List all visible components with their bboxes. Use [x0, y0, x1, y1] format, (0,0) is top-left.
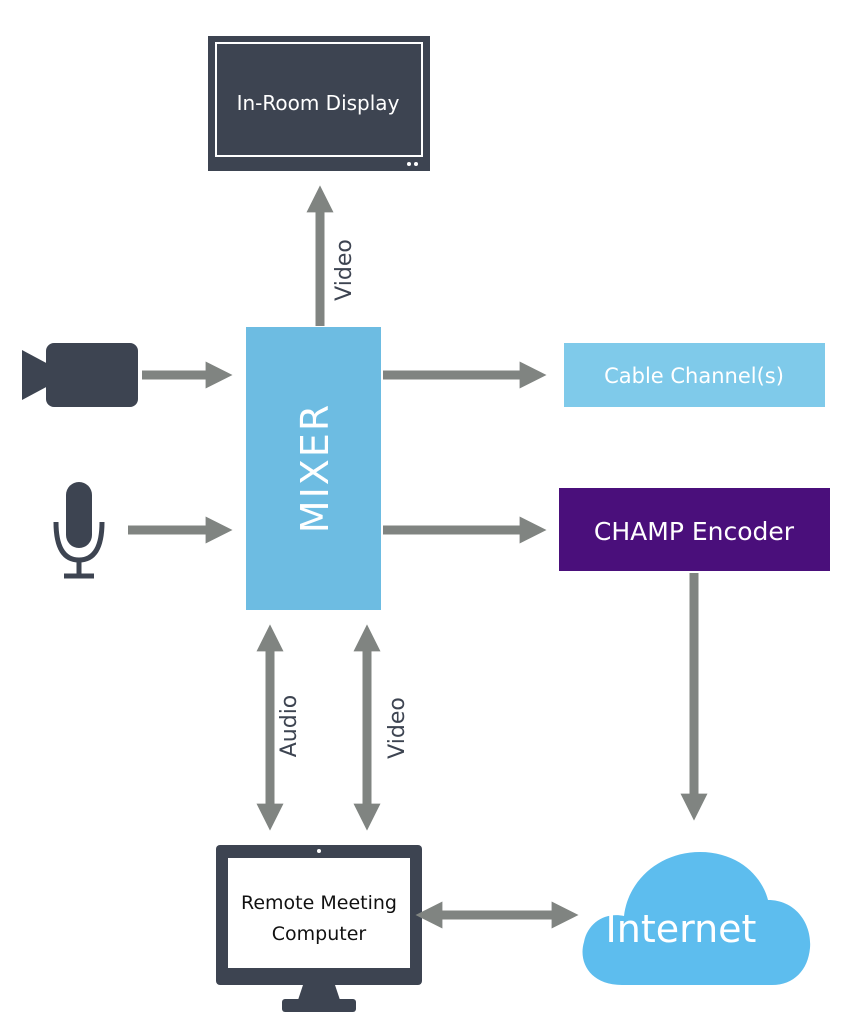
video-camera-icon [22, 343, 138, 407]
display-screen [215, 42, 423, 157]
monitor-screen [228, 858, 410, 968]
edge-label-audio: Audio [277, 695, 302, 758]
arrow-video-link: Video [353, 624, 410, 831]
display-indicator-light [414, 162, 418, 166]
arrow-mixer-to-display: Video [306, 185, 357, 326]
monitor-neck [298, 985, 340, 1000]
arrow-audio-link: Audio [256, 624, 302, 831]
cable-channel-label: Cable Channel(s) [604, 364, 784, 388]
remote-meeting-computer: Remote Meeting Computer [216, 845, 422, 1012]
cloud-shape-icon [582, 852, 811, 985]
internet-cloud: Internet [582, 852, 811, 985]
champ-encoder-box: CHAMP Encoder [559, 488, 830, 571]
mixer-label: MIXER [293, 403, 337, 533]
edge-label-video-top: Video [332, 239, 357, 301]
cable-channel-box: Cable Channel(s) [564, 343, 825, 407]
display-label: In-Room Display [237, 91, 400, 115]
monitor-stand [282, 999, 356, 1012]
monitor-camera-dot [317, 849, 321, 853]
internet-label: Internet [606, 907, 757, 951]
computer-label-line2: Computer [272, 923, 367, 945]
computer-label-line1: Remote Meeting [241, 892, 397, 914]
mixer-box: MIXER [246, 327, 381, 610]
display-indicator-light [407, 162, 411, 166]
edge-label-video-bottom: Video [385, 697, 410, 759]
microphone-icon [53, 482, 105, 579]
display-bezel [208, 36, 430, 171]
champ-encoder-label: CHAMP Encoder [594, 517, 795, 546]
in-room-display: In-Room Display [208, 36, 430, 171]
